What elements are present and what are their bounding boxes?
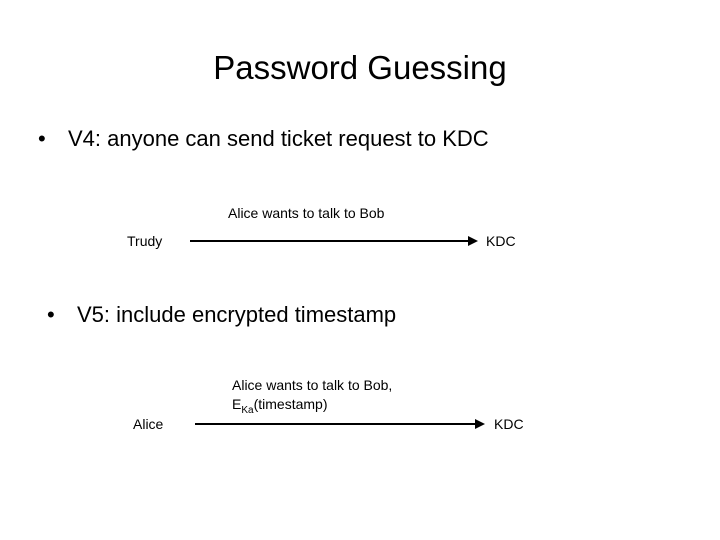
arrow-right-icon — [190, 236, 478, 246]
formula-subscript: Ka — [241, 404, 254, 416]
message-label-2-line-1: Alice wants to talk to Bob, — [232, 377, 393, 393]
arrow-shaft — [190, 240, 468, 242]
arrow-head — [468, 236, 478, 246]
message-label-2: Alice wants to talk to Bob, EKa(timestam… — [232, 376, 393, 416]
bullet-item-v5: • V5: include encrypted timestamp — [47, 301, 396, 329]
formula-argument: (timestamp) — [253, 396, 328, 412]
diagram-1-receiver-label: KDC — [486, 233, 516, 249]
diagram-2-receiver-label: KDC — [494, 416, 524, 432]
bullet-text-v4: V4: anyone can send ticket request to KD… — [68, 126, 489, 151]
bullet-text-v5: V5: include encrypted timestamp — [77, 302, 397, 327]
arrow-head — [475, 419, 485, 429]
message-label-2-formula: EKa(timestamp) — [232, 395, 392, 416]
diagram-2-sender-label: Alice — [133, 416, 164, 432]
diagram-1-sender-label: Trudy — [127, 233, 163, 249]
formula-base: E — [232, 396, 242, 412]
bullet-item-v4: • V4: anyone can send ticket request to … — [38, 125, 489, 153]
arrow-right-icon — [195, 419, 485, 429]
bullet-marker-icon: • — [38, 126, 46, 151]
bullet-marker-icon: • — [47, 302, 55, 327]
message-label-1: Alice wants to talk to Bob — [228, 205, 385, 221]
arrow-shaft — [195, 423, 475, 425]
page-title: Password Guessing — [213, 49, 507, 86]
